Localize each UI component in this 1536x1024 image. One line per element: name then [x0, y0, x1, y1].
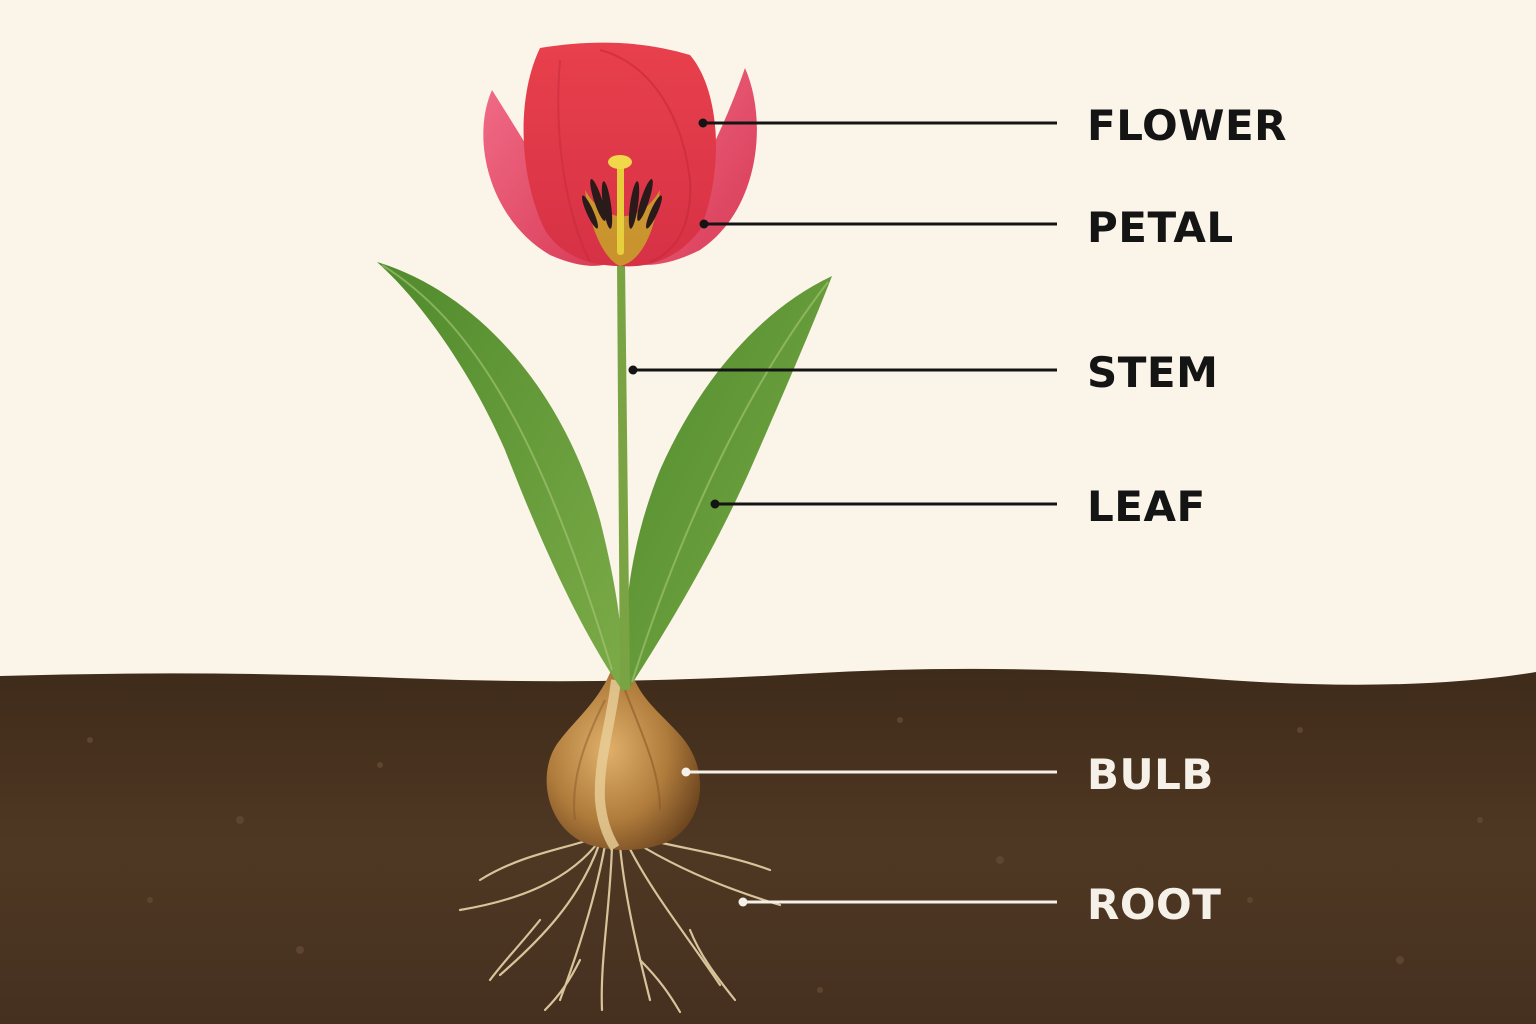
leader-line-root	[738, 897, 1057, 907]
label-bulb: BULB	[1087, 750, 1214, 799]
label-root: ROOT	[1087, 880, 1222, 929]
roots	[458, 836, 782, 1014]
leader-line-petal	[699, 219, 1057, 229]
label-stem: STEM	[1087, 348, 1219, 397]
label-flower: FLOWER	[1087, 101, 1288, 150]
label-leaf: LEAF	[1087, 482, 1206, 531]
leader-line-flower	[698, 118, 1057, 128]
leader-line-bulb	[681, 767, 1057, 777]
leader-line-leaf	[710, 499, 1057, 509]
bulb	[546, 668, 701, 851]
soil	[0, 668, 1536, 1024]
leaves	[377, 262, 832, 690]
leader-line-stem	[628, 365, 1057, 375]
stem	[617, 262, 630, 690]
label-petal: PETAL	[1087, 203, 1234, 252]
flower	[483, 42, 757, 267]
